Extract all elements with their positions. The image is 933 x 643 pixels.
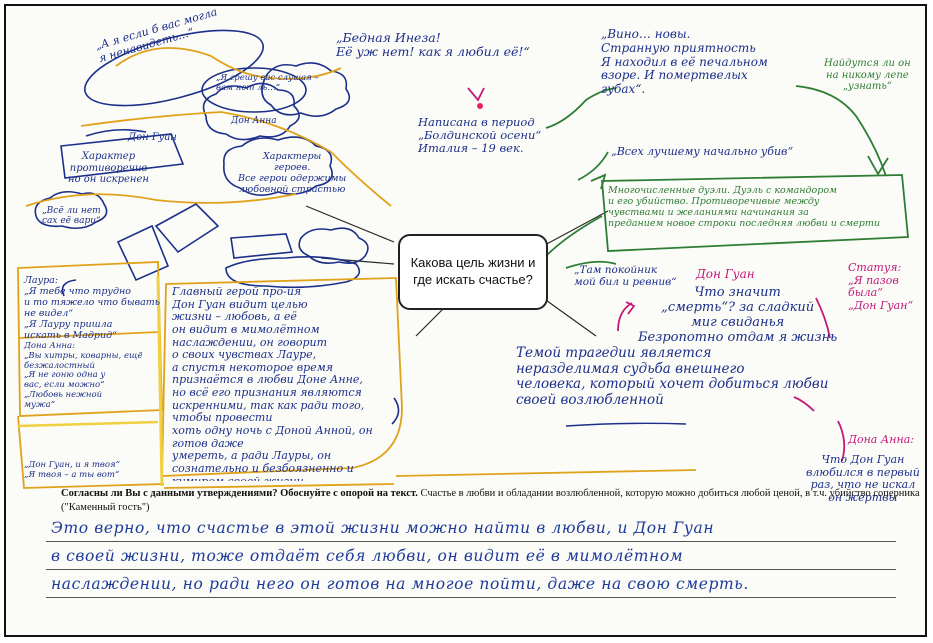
quote-note: „Я грешу вас слушая – вам нет ль…“: [216, 73, 319, 93]
context-note: Написана в период „Болдинской осени“ Ита…: [418, 115, 542, 156]
quote-note: „Всё ли нет сах её вари“: [42, 206, 101, 227]
answer-rule: [46, 541, 896, 542]
character-label: Дона Анна:: [848, 433, 914, 446]
character-trait-note: Характер противоречив но он искренен: [68, 151, 149, 185]
statue-note: Статуя: „Я пазов была“ „Дон Гуан“: [848, 261, 914, 312]
answer-line-1: Это верно, что счастье в этой жизни можн…: [51, 519, 715, 537]
task-prompt: Согласны ли Вы с данными утверждениями? …: [61, 487, 925, 515]
dona-anna-quotes: Дона Анна: „Вы хитры, коварны, ещё безжа…: [24, 341, 143, 410]
quote-note: „Дон Гуан, и я твоя“ „Я твоя – а ты вот“: [24, 460, 120, 480]
answer-line-2: в своей жизни, тоже отдаёт себя любви, о…: [51, 547, 684, 565]
plot-note: Многочисленные дуэли. Дуэль с командором…: [608, 185, 880, 229]
central-question-box: Какова цель жизни и где искать счастье?: [398, 234, 548, 310]
answer-rule: [46, 569, 896, 570]
task-question: Согласны ли Вы с данными утверждениями? …: [61, 488, 418, 499]
quote-note: Найдутся ли он на никому лепе „узнать“: [824, 58, 911, 92]
quote-note: „Вино… новы. Странную приятность Я наход…: [601, 27, 768, 97]
quote-note: „Бедная Инеза! Её уж нет! как я любил её…: [336, 30, 530, 60]
task-statement: Счастье в любви и обладании возлюбленной…: [61, 488, 920, 514]
character-label: Дон Гуан: [696, 267, 755, 281]
character-label: Дон Гуан: [128, 132, 177, 143]
central-question-text: Какова цель жизни и где искать счастье?: [410, 255, 536, 287]
answer-line-3: наслаждении, но ради него он готов на мн…: [51, 575, 749, 593]
quote-note: Что Дон Гуан влюбился в первый раз, что …: [806, 453, 920, 504]
quote-note: „Всех лучшему начально убив“: [611, 145, 794, 158]
quote-note: Что значит „смерть“? за сладкий миг свид…: [638, 285, 838, 345]
character-label: Дон Анна: [231, 116, 277, 126]
main-hero-note: Главный герой про-ия Дон Гуан видит цель…: [172, 286, 373, 481]
quote-note: „Там покойник мой бил и ревнив“: [574, 264, 677, 289]
mind-map-drawing: [17, 29, 909, 489]
characters-note: Характеры героев. Все герои одержимы люб…: [238, 151, 347, 195]
theme-note: Темой трагедии является неразделимая суд…: [516, 345, 829, 408]
answer-rule: [46, 597, 896, 598]
worksheet: „А я если б вас могла я ненавидеть…“ „Я …: [4, 4, 927, 637]
laura-quotes: Лаура: „Я тебе что трудно и то тяжело чт…: [24, 275, 160, 341]
